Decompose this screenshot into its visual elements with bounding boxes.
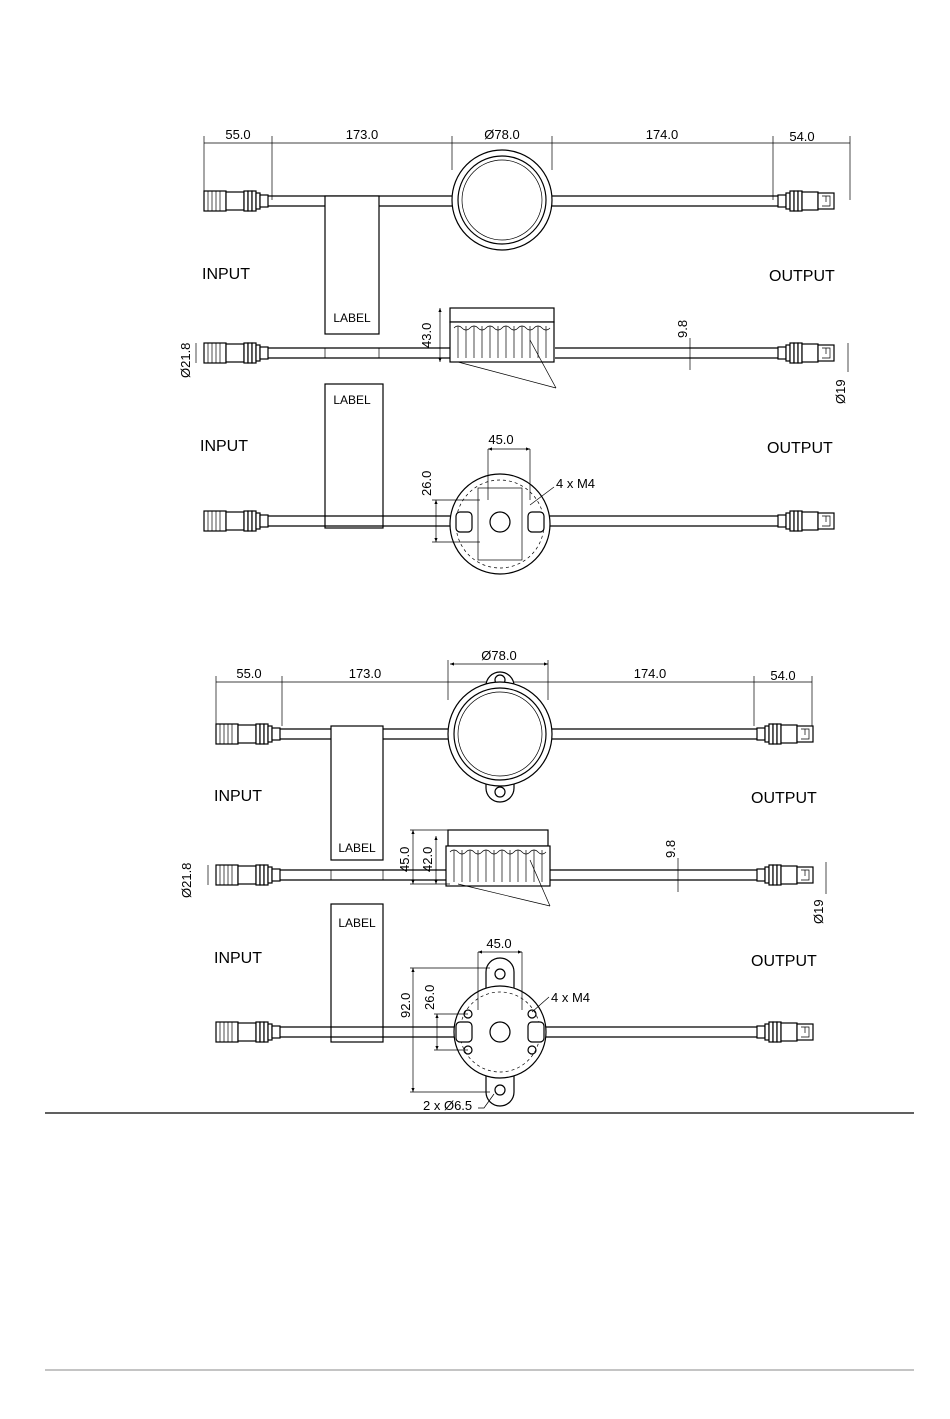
screws-b: 4 x M4 xyxy=(551,990,590,1005)
dim-a-45: 45.0 xyxy=(488,432,513,447)
holes-b: 2 x Ø6.5 xyxy=(423,1098,472,1113)
dim-a-conn-right: Ø19 xyxy=(833,379,848,404)
svg-text:LABEL: LABEL xyxy=(338,841,376,855)
dim-a-cable: 9.8 xyxy=(675,320,690,338)
output-label: OUTPUT xyxy=(769,268,835,285)
input-label: INPUT xyxy=(214,950,262,967)
dim-b-174: 174.0 xyxy=(634,666,667,681)
svg-text:LABEL: LABEL xyxy=(338,916,376,930)
dim-b-cable: 9.8 xyxy=(663,840,678,858)
luminaire-body xyxy=(452,150,552,250)
input-connector-icon xyxy=(204,511,268,531)
luminaire-body xyxy=(448,682,552,786)
dim-a-55: 55.0 xyxy=(225,127,250,142)
drawing-a-bottom-view: INPUT OUTPUT 45.0 26.0 4 x M4 xyxy=(200,432,834,574)
output-label: OUTPUT xyxy=(751,953,817,970)
input-label: INPUT xyxy=(214,788,262,805)
output-connector-icon xyxy=(778,343,834,363)
output-connector-icon xyxy=(757,724,813,744)
output-label: OUTPUT xyxy=(767,440,833,457)
dim-b-45-height: 45.0 xyxy=(397,847,412,872)
input-label: INPUT xyxy=(202,266,250,283)
dim-b-45: 45.0 xyxy=(486,936,511,951)
dim-a-height: 43.0 xyxy=(419,323,434,348)
dim-b-54: 54.0 xyxy=(770,668,795,683)
output-connector-icon xyxy=(757,1022,813,1042)
input-connector-icon xyxy=(204,343,268,363)
dim-b-55: 55.0 xyxy=(236,666,261,681)
label-tag xyxy=(331,726,383,860)
dim-b-42-height: 42.0 xyxy=(420,847,435,872)
dim-b-173: 173.0 xyxy=(349,666,382,681)
drawing-b-side-view: LABEL 45.0 42.0 9.8 Ø21.8 Ø19 xyxy=(179,830,826,924)
dim-a-173: 173.0 xyxy=(346,127,379,142)
dim-a-54: 54.0 xyxy=(789,129,814,144)
output-label: OUTPUT xyxy=(751,790,817,807)
svg-text:LABEL: LABEL xyxy=(333,311,371,325)
dim-b-26: 26.0 xyxy=(422,985,437,1010)
dim-a-26: 26.0 xyxy=(419,471,434,496)
output-connector-icon xyxy=(778,511,834,531)
input-label: INPUT xyxy=(200,438,248,455)
input-connector-icon xyxy=(216,1022,280,1042)
dim-b-conn-left: Ø21.8 xyxy=(179,863,194,898)
dim-a-174: 174.0 xyxy=(646,127,679,142)
drawing-a-top-view: LABEL INPUT OUTPUT xyxy=(202,150,835,334)
output-connector-icon xyxy=(757,865,813,885)
dim-b-diameter: Ø78.0 xyxy=(481,648,516,663)
input-connector-icon xyxy=(216,865,280,885)
drawing-b-bottom-view: LABEL INPUT OUTPUT 45.0 92.0 26.0 xyxy=(214,904,817,1113)
svg-text:LABEL: LABEL xyxy=(333,393,371,407)
dim-a-diameter: Ø78.0 xyxy=(484,127,519,142)
input-connector-icon xyxy=(216,724,280,744)
dim-b-92: 92.0 xyxy=(398,993,413,1018)
output-connector-icon xyxy=(778,191,834,211)
dim-b-conn-right: Ø19 xyxy=(811,899,826,924)
dim-a-conn-left: Ø21.8 xyxy=(178,343,193,378)
screws-a: 4 x M4 xyxy=(556,476,595,491)
input-connector-icon xyxy=(204,191,268,211)
